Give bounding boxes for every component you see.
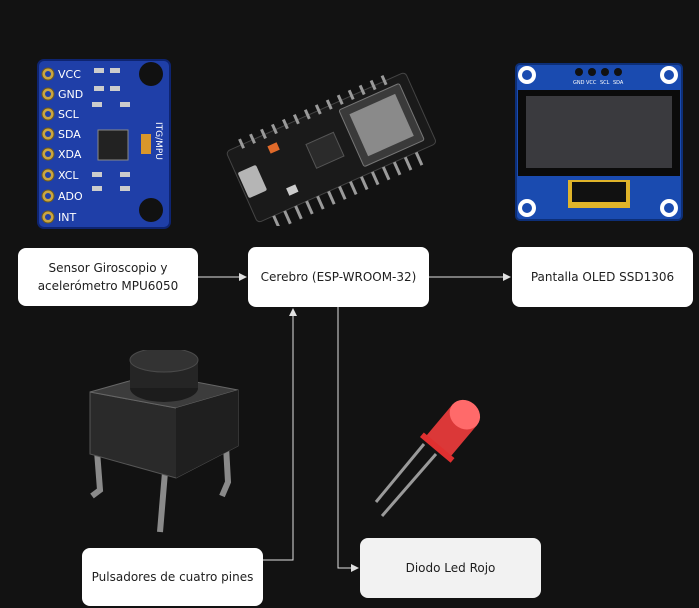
brain-box: Cerebro (ESP-WROOM-32) [248,247,429,307]
oled-pin-label: GND [573,80,585,86]
oled-display-icon: GND VCC SCL SDA [515,63,683,221]
mpu-pin-label: XDA [58,148,82,161]
arrow-button-to-brain [263,308,297,561]
mpu-pin-label: SDA [58,128,81,141]
oled-pin-label: SDA [613,80,624,86]
mpu-pin-label: INT [58,211,76,224]
sensor-label: Sensor Giroscopio y acelerómetro MPU6050 [37,261,179,293]
arrow-brain-to-led [337,307,359,572]
button-box: Pulsadores de cuatro pines [82,548,263,606]
mpu-pin-label: VCC [58,68,81,81]
sensor-box: Sensor Giroscopio y acelerómetro MPU6050 [18,248,198,306]
mpu-side-label: ITG/MPU [153,122,163,160]
mpu-pin-label: GND [58,88,83,101]
button-label: Pulsadores de cuatro pines [91,570,254,584]
mpu-pin-label: XCL [58,169,79,182]
led-box: Diodo Led Rojo [360,538,541,598]
red-led-icon [374,399,481,517]
oled-box: Pantalla OLED SSD1306 [512,247,693,307]
mpu6050-board-icon: VCC GND SCL SDA XDA XCL ADO INT ITG/MPU [37,59,171,229]
brain-label: Cerebro (ESP-WROOM-32) [260,270,417,284]
oled-label: Pantalla OLED SSD1306 [530,270,675,284]
mpu-pin-label: ADO [58,190,83,203]
pushbutton-icon [89,350,239,533]
esp32-board-icon [226,72,436,226]
oled-pin-label: SCL [600,80,610,86]
mpu-pin-label: SCL [58,108,80,121]
led-label: Diodo Led Rojo [405,561,496,575]
oled-pin-label: VCC [586,80,597,86]
